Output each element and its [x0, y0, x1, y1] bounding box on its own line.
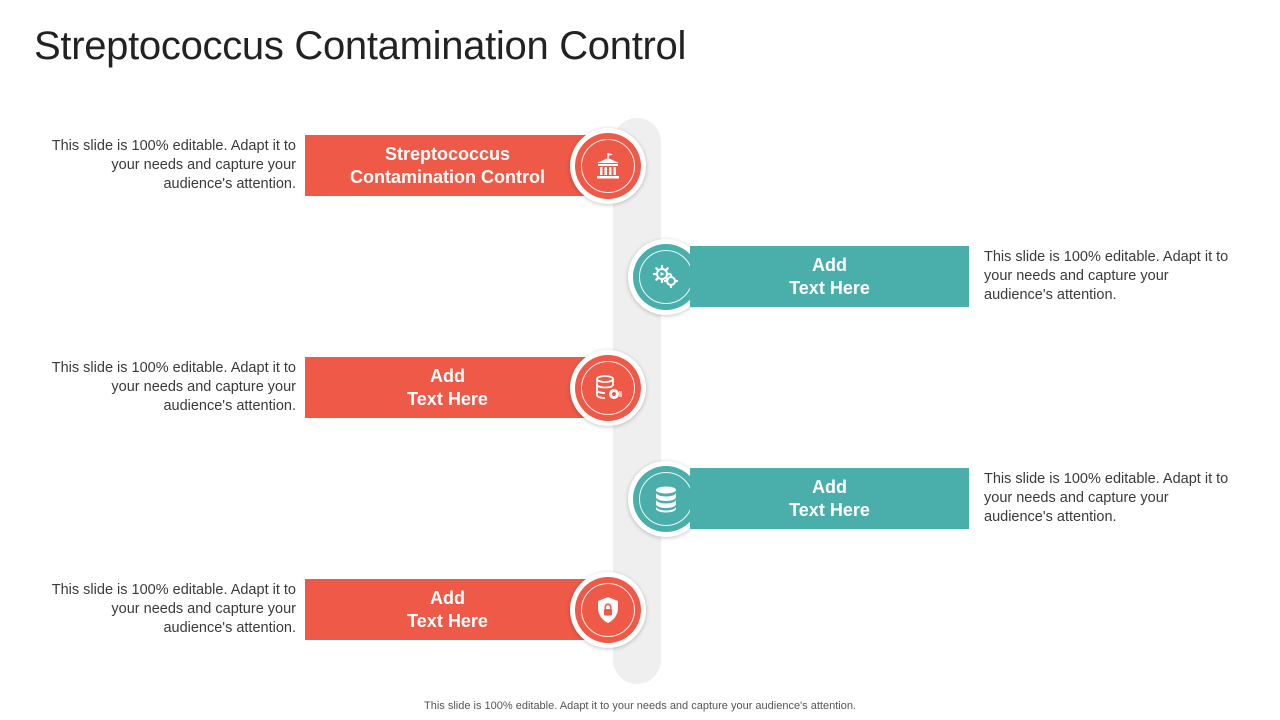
step-3-description: This slide is 100% editable. Adapt it to… [51, 360, 296, 414]
step-5-label: Add Text Here [407, 587, 488, 631]
step-5-bar: Add Text Here [305, 579, 590, 640]
step-1-badge [570, 128, 646, 204]
step-2-label: Add Text Here [789, 254, 870, 298]
database-settings-icon [596, 375, 622, 399]
gears-icon [652, 264, 679, 289]
step-4-bar: Add Text Here [690, 468, 969, 529]
step-5-description: This slide is 100% editable. Adapt it to… [51, 582, 296, 636]
step-1-bar: Streptococcus Contamination Control [305, 135, 590, 196]
step-1-description: This slide is 100% editable. Adapt it to… [51, 138, 296, 192]
page-title: Streptococcus Contamination Control [34, 24, 687, 68]
shield-lock-icon [598, 597, 618, 623]
step-3-label: Add Text Here [407, 365, 488, 409]
step-2-bar: Add Text Here [690, 246, 969, 307]
step-5-badge [570, 572, 646, 648]
database-icon [656, 486, 676, 513]
step-2-description: This slide is 100% editable. Adapt it to… [984, 249, 1229, 303]
step-4-description: This slide is 100% editable. Adapt it to… [984, 471, 1229, 525]
step-1-label: Streptococcus Contamination Control [350, 143, 545, 187]
step-4-badge [628, 461, 704, 537]
footer-note: This slide is 100% editable. Adapt it to… [424, 700, 856, 712]
step-3-badge [570, 350, 646, 426]
step-4-label: Add Text Here [789, 476, 870, 520]
bank-icon [597, 153, 619, 179]
step-3-bar: Add Text Here [305, 357, 590, 418]
